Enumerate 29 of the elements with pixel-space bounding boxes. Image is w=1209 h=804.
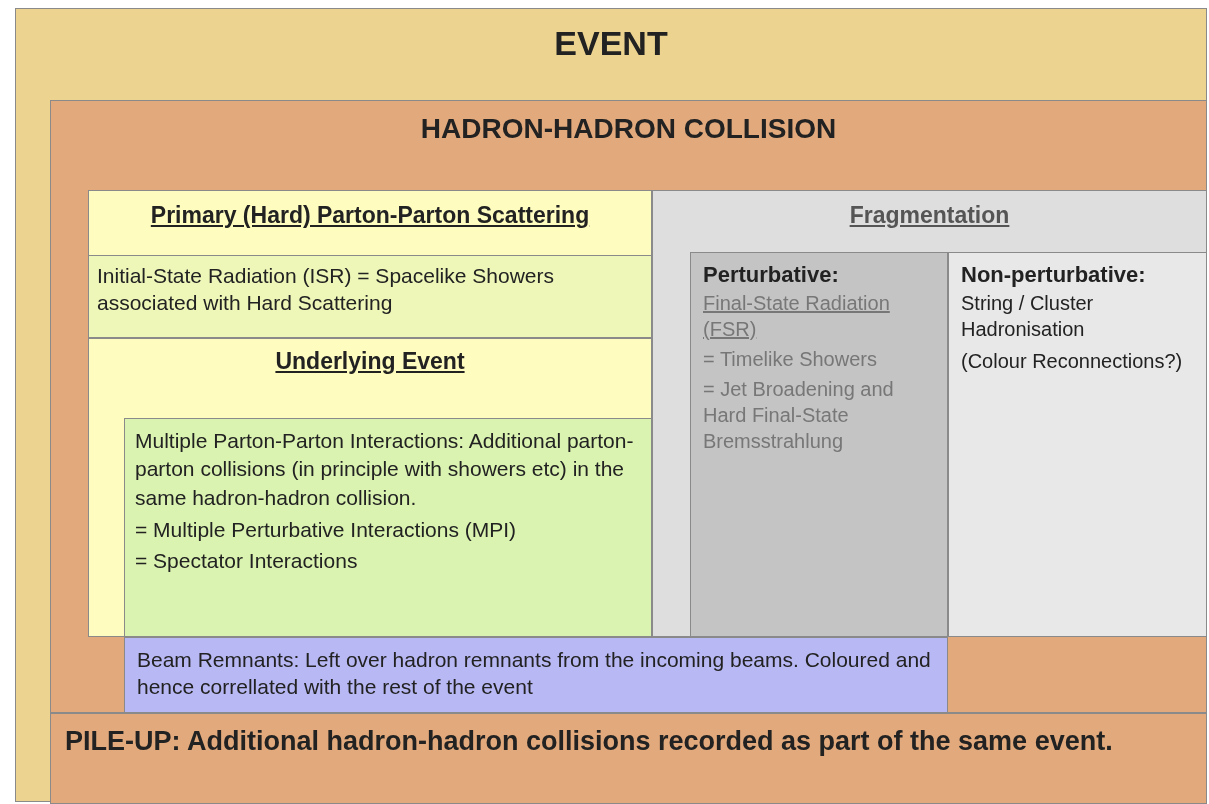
hard-scattering-panel [88,190,652,637]
beam-remnants-box [124,637,948,713]
box-heading: Non-perturbative: [961,261,1147,289]
box-heading: Initial-State Radiation (ISR) = Spacelike Showers associated with Hard Scattering [97,263,555,317]
box-text: = Multiple Perturbative Interactions (MPI) [135,517,518,544]
box-heading: Underlying Event [274,347,466,376]
box-heading: Fragmentation [848,201,1011,230]
box-heading: Multiple Parton-Parton Interactions: Additional parton-parton collisions (in principle with showers etc) in the same hadron-hadron collision. [135,428,635,511]
box-heading: HADRON-HADRON COLLISION [419,112,838,146]
box-heading: Primary (Hard) Parton-Parton Scattering [149,201,591,230]
box-text: String / Cluster Hadronisation [961,290,1095,342]
box-text: Final-State Radiation (FSR) [703,290,891,342]
box-heading: Perturbative: [703,261,840,289]
pile-up-band [50,713,1207,804]
box-text: (Colour Reconnections?) [961,348,1184,374]
box-heading: Beam Remnants: Left over hadron remnants from the incoming beams. Coloured and hence correllated with the rest of the event [137,647,932,701]
underlying-event-panel [88,338,652,637]
box-heading: PILE-UP: Additional hadron-hadron collisions recorded as part of the same event. [65,725,1114,758]
box-text: = Spectator Interactions [135,548,359,575]
collision-panel [50,100,1207,713]
box-text: = Jet Broadening and Hard Final-State Bremsstrahlung [703,376,895,454]
box-heading: EVENT [553,23,669,64]
box-text: = Timelike Showers [703,346,878,372]
non-perturbative-panel [948,252,1207,637]
perturbative-panel [690,252,948,637]
fragmentation-panel [652,190,1207,637]
event-panel [15,8,1207,802]
isr-box [88,255,652,338]
mpi-box [124,418,652,637]
